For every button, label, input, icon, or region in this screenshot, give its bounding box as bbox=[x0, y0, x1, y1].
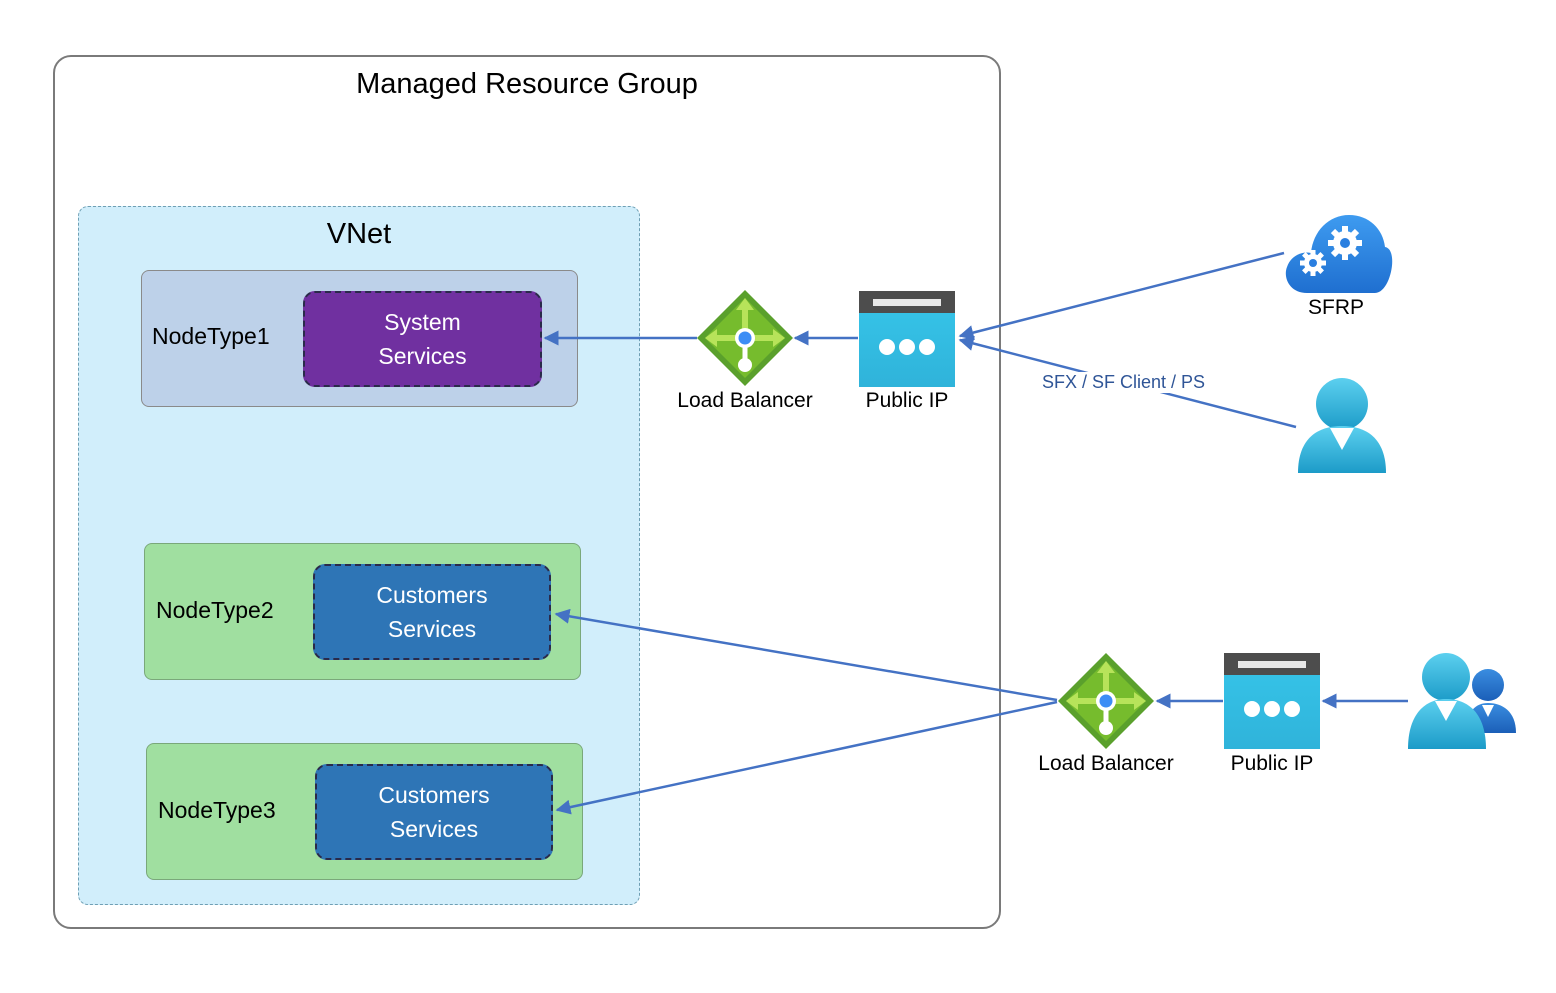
system-services-line1: System bbox=[384, 309, 461, 335]
nodetype3-label: NodeType3 bbox=[158, 797, 276, 823]
customers-services-2-line2: Services bbox=[387, 616, 477, 642]
public-ip-2-label: Public IP bbox=[1230, 752, 1314, 775]
managed-resource-group bbox=[53, 55, 1001, 929]
user-icon bbox=[1298, 378, 1386, 473]
public-ip-icon bbox=[1224, 653, 1320, 749]
sfrp-label: SFRP bbox=[1307, 296, 1364, 319]
vnet-title: VNet bbox=[326, 218, 392, 250]
load-balancer-icon bbox=[1058, 653, 1154, 749]
load-balancer-icon bbox=[697, 290, 793, 386]
customers-services-2-line1: Customers bbox=[376, 582, 488, 608]
resource-group-title: Managed Resource Group bbox=[356, 68, 698, 100]
customers-services-box-3: Customers Services bbox=[315, 764, 553, 860]
arrow-lb2-to-customers-services-2 bbox=[554, 608, 1058, 702]
public-ip-icon bbox=[859, 291, 955, 387]
system-services-box: System Services bbox=[303, 291, 542, 387]
nodetype1-label: NodeType1 bbox=[152, 323, 270, 349]
arrow-sfrp-to-pip1 bbox=[958, 251, 1285, 340]
load-balancer-1-label: Load Balancer bbox=[677, 389, 813, 412]
sfx-client-edge-label: SFX / SF Client / PS bbox=[1040, 372, 1208, 393]
customers-services-3-line2: Services bbox=[389, 816, 479, 842]
nodetype2-label: NodeType2 bbox=[156, 597, 274, 623]
cloud-gear-icon bbox=[1285, 215, 1393, 293]
customers-services-box-2: Customers Services bbox=[313, 564, 551, 660]
public-ip-1-label: Public IP bbox=[865, 389, 949, 412]
users-group-icon bbox=[1408, 653, 1516, 749]
load-balancer-2-label: Load Balancer bbox=[1038, 752, 1174, 775]
arrow-lb2-to-customers-services-3 bbox=[555, 700, 1058, 815]
system-services-line2: Services bbox=[378, 343, 467, 369]
customers-services-3-line1: Customers bbox=[378, 782, 490, 808]
